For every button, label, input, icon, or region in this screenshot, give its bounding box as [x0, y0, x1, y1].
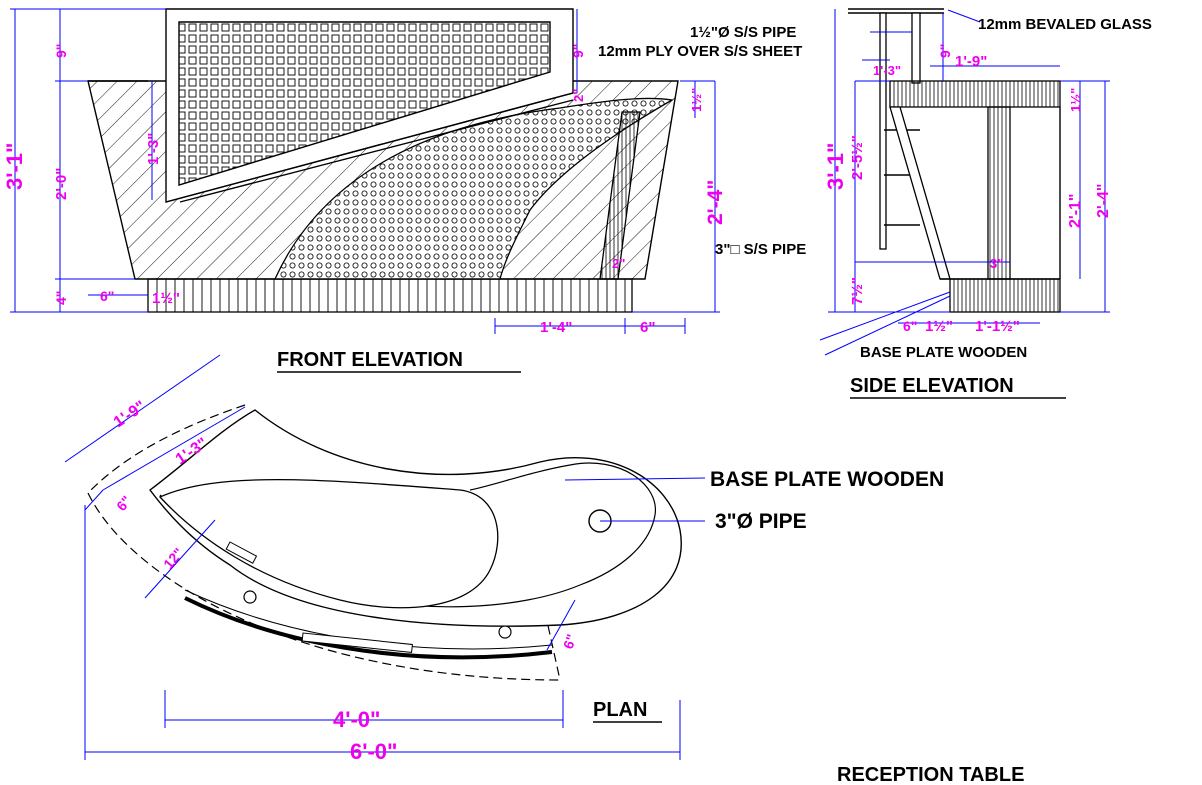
front-base [147, 278, 633, 313]
front-dim-overall-height: 3'-1" [2, 143, 27, 190]
front-dim-leg: 2" [612, 256, 625, 271]
front-elevation: 3'-1" 9" 2'-0" 4" 1'-3" 9" 2" 1½" 2'-4" … [2, 8, 727, 373]
note-ss-pipe-square: 3"□ S/S PIPE [715, 241, 806, 258]
side-dim-b-1-1half: 1'-1½" [975, 318, 1020, 335]
plan-dim-12: 12" [160, 545, 187, 572]
side-dim-2-4: 2'-4" [1095, 183, 1112, 218]
side-dim-7half: 7½" [849, 277, 866, 305]
side-dim-2-5half: 2'-5½" [849, 135, 866, 180]
note-ply-over-sheet: 12mm PLY OVER S/S SHEET [598, 43, 802, 60]
side-dim-3: 3" [990, 256, 1003, 271]
plan-dim-6: 6" [113, 493, 135, 514]
side-dim-top-9: 9" [937, 44, 953, 58]
front-dim-left-6: 6" [100, 288, 114, 304]
plan-view: 1'-9" 1'-3" 6" 12" 6" 4'-0" 6'-0" BASE P… [64, 354, 944, 764]
side-elevation-title: SIDE ELEVATION [850, 375, 1014, 397]
sheet-title: RECEPTION TABLE [837, 764, 1024, 785]
side-dim-1-9: 1'-9" [955, 53, 987, 70]
front-dim-right-height: 2'-4" [704, 180, 727, 225]
front-dim-bottom-6: 6" [640, 319, 655, 336]
front-elevation-title: FRONT ELEVATION [277, 349, 463, 371]
plan-title: PLAN [593, 699, 647, 721]
plan-dim-6-0: 6'-0" [350, 739, 397, 764]
side-dim-2-1: 2'-1" [1067, 193, 1084, 228]
side-dim-1-3: 1'-3" [873, 63, 901, 78]
plan-dim-4-0: 4'-0" [333, 707, 380, 732]
front-dim-left-half: 1½" [152, 290, 180, 307]
front-dim-right-half: 1½" [689, 88, 704, 112]
front-dim-top: 9" [53, 44, 69, 58]
front-dim-inner: 1'-3" [145, 133, 162, 165]
note-bevaled-glass: 12mm BEVALED GLASS [978, 16, 1152, 33]
note-base-plate-plan: BASE PLATE WOODEN [710, 468, 944, 491]
note-base-plate-side: BASE PLATE WOODEN [860, 344, 1027, 361]
plan-dim-1-9: 1'-9" [111, 398, 149, 431]
side-base-plate [949, 278, 1061, 313]
note-pipe-plan: 3"Ø PIPE [715, 510, 807, 533]
front-dim-right-top: 9" [570, 44, 586, 58]
plan-dim-6b: 6" [560, 632, 580, 651]
front-dim-right-2: 2" [571, 89, 586, 102]
front-dim-bottom-14: 1'-4" [540, 319, 572, 336]
side-top-counter [889, 80, 1061, 108]
side-dim-b-1half: 1½" [925, 318, 953, 335]
side-elevation: 3'-1" 2'-5½" 7½" 9" 1'-3" 1'-9" 1½" 2'-1… [598, 8, 1152, 399]
front-dim-base: 4" [53, 291, 69, 305]
note-ss-pipe-top: 1½"Ø S/S PIPE [690, 24, 796, 41]
side-dim-right-half: 1½" [1068, 88, 1083, 112]
side-column [987, 106, 1011, 280]
side-dim-b-6: 6" [903, 318, 917, 334]
side-dim-overall-height: 3'-1" [823, 143, 848, 190]
front-dim-body: 2'-0" [53, 168, 70, 200]
